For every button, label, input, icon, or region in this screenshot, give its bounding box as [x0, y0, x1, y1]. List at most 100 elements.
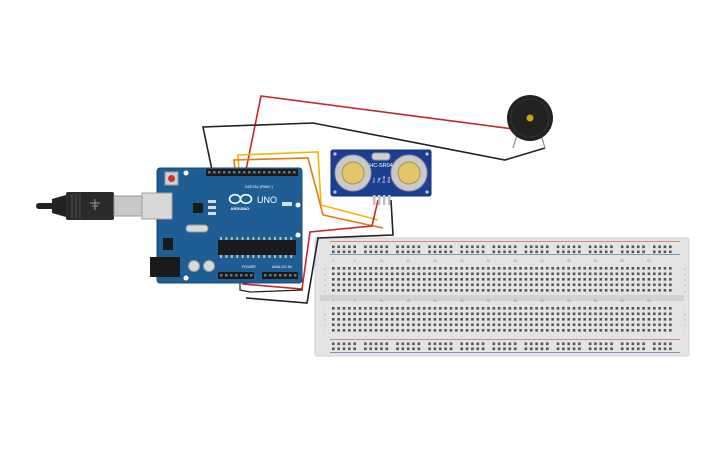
breadboard-hole[interactable] — [620, 307, 624, 310]
breadboard-hole[interactable] — [497, 312, 501, 316]
breadboard-hole[interactable] — [342, 267, 346, 270]
breadboard-hole[interactable] — [546, 323, 549, 327]
breadboard-hole[interactable] — [508, 312, 512, 316]
breadboard-hole[interactable] — [380, 342, 383, 346]
breadboard-hole[interactable] — [396, 318, 399, 321]
breadboard-hole[interactable] — [444, 312, 447, 316]
breadboard-hole[interactable] — [546, 329, 549, 332]
breadboard-hole[interactable] — [519, 267, 522, 270]
breadboard-hole[interactable] — [519, 278, 522, 281]
breadboard-hole[interactable] — [610, 323, 613, 327]
breadboard-hole[interactable] — [492, 250, 496, 254]
header-pin[interactable] — [274, 274, 277, 277]
breadboard-hole[interactable] — [353, 289, 356, 292]
breadboard-hole[interactable] — [556, 267, 560, 270]
breadboard-hole[interactable] — [332, 272, 335, 276]
breadboard-hole[interactable] — [503, 347, 506, 351]
breadboard-hole[interactable] — [669, 307, 672, 310]
breadboard-hole[interactable] — [439, 272, 442, 276]
header-pin[interactable] — [264, 274, 267, 277]
breadboard-hole[interactable] — [439, 283, 442, 287]
breadboard-hole[interactable] — [337, 289, 340, 292]
breadboard-hole[interactable] — [471, 272, 474, 276]
digital-pins[interactable] — [208, 171, 296, 174]
breadboard-hole[interactable] — [508, 289, 512, 292]
breadboard-hole[interactable] — [658, 283, 661, 287]
breadboard-hole[interactable] — [481, 272, 485, 276]
breadboard-hole[interactable] — [492, 312, 496, 316]
breadboard-hole[interactable] — [455, 312, 458, 316]
breadboard-hole[interactable] — [546, 318, 549, 321]
breadboard-hole[interactable] — [460, 272, 463, 276]
header-pin[interactable] — [253, 171, 256, 174]
breadboard-hole[interactable] — [551, 278, 554, 281]
breadboard-hole[interactable] — [412, 267, 415, 270]
breadboard-hole[interactable] — [358, 307, 362, 310]
breadboard-hole[interactable] — [508, 272, 512, 276]
breadboard-hole[interactable] — [396, 329, 399, 332]
breadboard-hole[interactable] — [492, 245, 496, 249]
breadboard-hole[interactable] — [353, 347, 356, 351]
header-pin[interactable] — [238, 171, 241, 174]
breadboard-hole[interactable] — [460, 267, 463, 270]
breadboard-hole[interactable] — [428, 272, 431, 276]
header-pin[interactable] — [223, 171, 226, 174]
breadboard-hole[interactable] — [567, 312, 570, 316]
breadboard-hole[interactable] — [471, 307, 474, 310]
breadboard-hole[interactable] — [647, 329, 651, 332]
breadboard-hole[interactable] — [385, 267, 389, 270]
breadboard-hole[interactable] — [546, 278, 549, 281]
breadboard-hole[interactable] — [433, 312, 437, 316]
breadboard-hole[interactable] — [481, 318, 485, 321]
breadboard-hole[interactable] — [342, 289, 346, 292]
breadboard-hole[interactable] — [562, 283, 565, 287]
breadboard-hole[interactable] — [599, 283, 603, 287]
breadboard-hole[interactable] — [578, 278, 581, 281]
breadboard-hole[interactable] — [620, 272, 624, 276]
breadboard-hole[interactable] — [353, 272, 356, 276]
breadboard-hole[interactable] — [615, 289, 619, 292]
breadboard-hole[interactable] — [492, 342, 496, 346]
breadboard-hole[interactable] — [358, 272, 362, 276]
breadboard-hole[interactable] — [663, 323, 667, 327]
breadboard-hole[interactable] — [513, 272, 517, 276]
breadboard-hole[interactable] — [337, 307, 340, 310]
breadboard-hole[interactable] — [396, 323, 399, 327]
breadboard-hole[interactable] — [604, 250, 608, 254]
breadboard-hole[interactable] — [380, 250, 383, 254]
breadboard-hole[interactable] — [519, 312, 522, 316]
breadboard-hole[interactable] — [412, 307, 415, 310]
breadboard-hole[interactable] — [487, 312, 490, 316]
breadboard-hole[interactable] — [332, 245, 335, 249]
breadboard-hole[interactable] — [503, 342, 506, 346]
breadboard-hole[interactable] — [428, 250, 431, 254]
breadboard-hole[interactable] — [444, 289, 447, 292]
breadboard-hole[interactable] — [594, 250, 597, 254]
breadboard-hole[interactable] — [556, 342, 560, 346]
breadboard-hole[interactable] — [631, 307, 635, 310]
breadboard-hole[interactable] — [497, 250, 501, 254]
breadboard-hole[interactable] — [492, 307, 496, 310]
digital-header[interactable] — [206, 169, 298, 176]
breadboard-hole[interactable] — [535, 318, 538, 321]
breadboard-hole[interactable] — [460, 323, 463, 327]
breadboard-hole[interactable] — [487, 267, 490, 270]
breadboard-hole[interactable] — [460, 289, 463, 292]
breadboard-hole[interactable] — [332, 283, 335, 287]
breadboard-hole[interactable] — [385, 347, 389, 351]
breadboard-hole[interactable] — [642, 250, 645, 254]
breadboard-hole[interactable] — [572, 323, 576, 327]
breadboard-hole[interactable] — [337, 329, 340, 332]
breadboard-hole[interactable] — [642, 323, 645, 327]
breadboard-hole[interactable] — [353, 318, 356, 321]
breadboard-hole[interactable] — [556, 250, 560, 254]
breadboard-hole[interactable] — [610, 289, 613, 292]
arduino-dc-jack[interactable] — [150, 257, 180, 277]
breadboard-hole[interactable] — [562, 329, 565, 332]
breadboard-hole[interactable] — [535, 283, 538, 287]
breadboard-hole[interactable] — [503, 318, 506, 321]
breadboard-hole[interactable] — [524, 307, 528, 310]
breadboard-hole[interactable] — [417, 272, 421, 276]
breadboard-hole[interactable] — [449, 289, 453, 292]
breadboard-hole[interactable] — [540, 307, 544, 310]
